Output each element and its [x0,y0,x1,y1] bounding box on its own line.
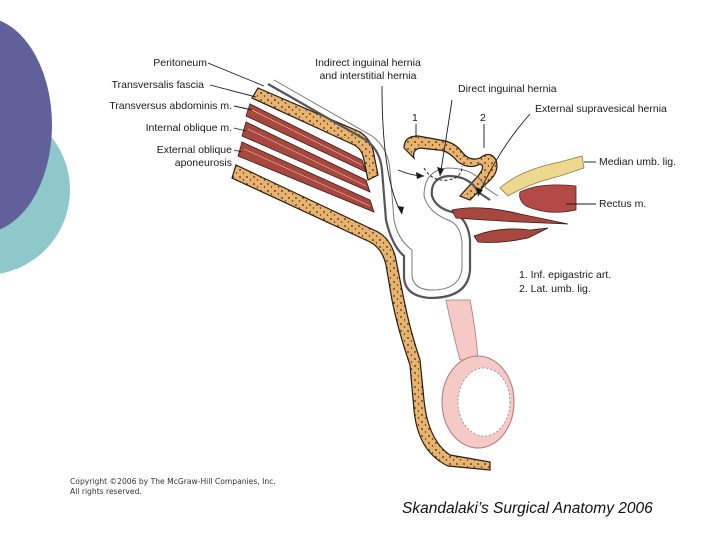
leader-arrowheads [397,167,483,214]
label-direct-hernia: Direct inguinal hernia [458,83,557,95]
median-umbilical-ligament [499,155,585,197]
label-indirect-hernia-2: and interstitial hernia [320,70,417,82]
label-external-oblique-2: aponeurosis [175,157,232,169]
legend-1: 1. Inf. epigastric art. [519,269,611,281]
decorative-circles [0,20,70,274]
transversalis-fascia-band [251,87,379,181]
copyright-notice: Copyright ©2006 by The McGraw-Hill Compa… [70,477,370,497]
label-transversus-abdominis: Transversus abdominis m. [109,100,232,112]
testis [457,367,511,437]
rectus-muscle [519,184,577,213]
spermatic-cord [445,299,479,361]
decorative-circle-dark [0,20,52,230]
label-supravesical-hernia: External supravesical hernia [535,103,667,115]
source-credit: Skandalaki’s Surgical Anatomy 2006 [402,500,653,517]
fascia-arch [403,135,498,201]
label-indirect-hernia-1: Indirect inguinal hernia [315,57,421,69]
label-transversalis-fascia: Transversalis fascia [112,79,205,91]
label-peritoneum: Peritoneum [153,57,207,69]
copyright-line-2: All rights reserved. [70,487,142,496]
legend-2: 2. Lat. umb. lig. [519,283,591,295]
copyright-line-1: Copyright ©2006 by The McGraw-Hill Compa… [70,477,276,486]
label-median-umb-lig: Median umb. lig. [599,156,676,168]
label-rectus: Rectus m. [599,198,646,210]
conjoint-muscle-lower [473,227,549,243]
marker-1: 1 [412,112,418,124]
peritoneum-line [267,83,491,300]
muscle-fibers [243,109,371,207]
transversus-muscle [245,103,367,173]
marker-2: 2 [480,112,486,124]
label-external-oblique-1: External oblique [157,144,232,156]
label-internal-oblique: Internal oblique m. [146,122,232,134]
external-oblique-band [231,164,491,471]
peritoneum-inner [273,79,499,291]
conjoint-muscle-upper [451,207,569,225]
